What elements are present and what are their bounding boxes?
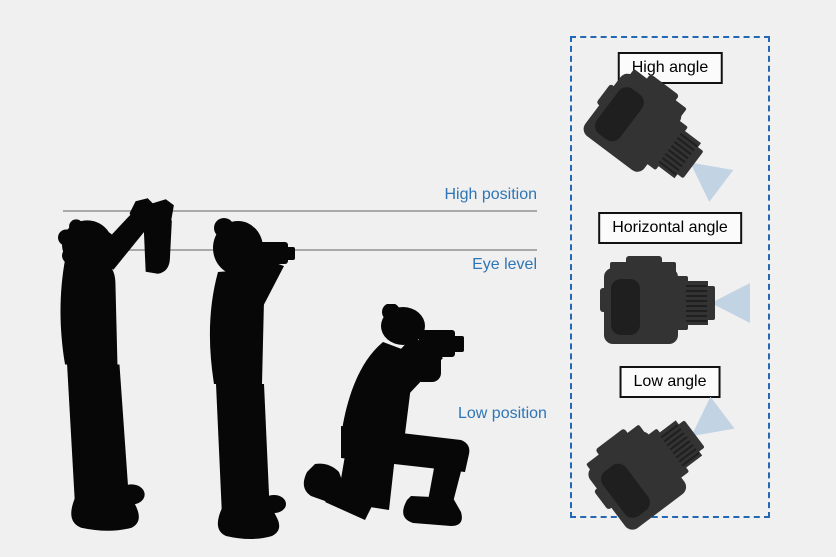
high-position-guide-line <box>63 210 537 212</box>
eye-level-label: Eye level <box>472 256 537 273</box>
high-angle-label: High angle <box>631 59 709 76</box>
photographer-eye-level-silhouette-icon <box>209 218 295 539</box>
camera-tilted-down-icon <box>575 57 751 220</box>
camera-level-icon <box>599 255 751 345</box>
eye-level-guide-line <box>63 249 537 251</box>
low-angle-label-box: Low angle <box>619 366 721 398</box>
low-angle-label: Low angle <box>633 373 707 390</box>
horizontal-angle-label: Horizontal angle <box>612 219 728 236</box>
camera-tilted-up-icon <box>573 374 749 537</box>
low-position-label: Low position <box>458 405 547 422</box>
high-angle-label-box: High angle <box>617 52 723 84</box>
camera-angles-panel: High angle Horizontal angle Low angle <box>570 36 770 537</box>
high-position-label: High position <box>444 186 538 203</box>
photographer-kneeling-silhouette-icon <box>303 304 470 526</box>
horizontal-angle-label-box: Horizontal angle <box>598 212 742 244</box>
photographer-overhead-camera-silhouette-icon <box>58 198 174 531</box>
